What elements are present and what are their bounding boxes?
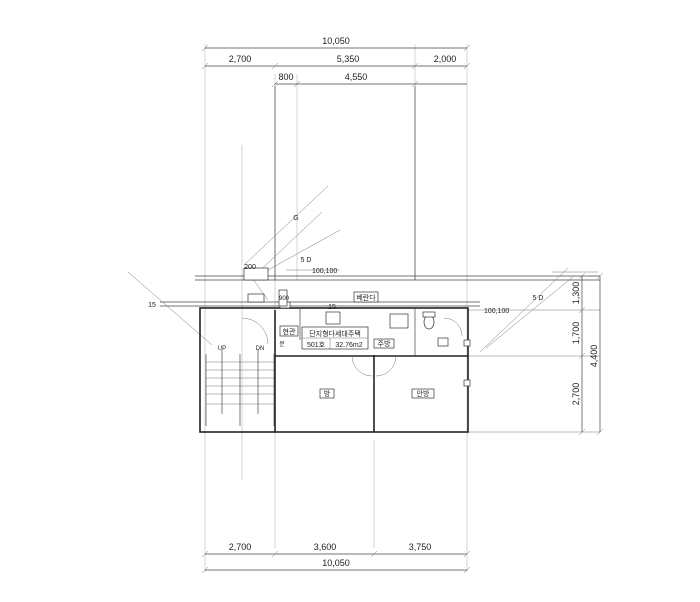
downspout-left-label: 5 D — [301, 257, 312, 264]
dim-top-seg-2: 5,350 — [337, 54, 360, 64]
entrance-label: 현관 — [283, 327, 296, 336]
dim-top-total: 10,050 — [322, 36, 350, 46]
washbasin-icon — [437, 337, 449, 347]
unit-number: 501호 — [307, 341, 326, 349]
dim-top-sub-2: 4,550 — [345, 72, 368, 82]
stove-icon — [389, 313, 409, 329]
box-small-label: 문 — [279, 341, 285, 348]
kitchen-label: 주방 — [378, 339, 391, 348]
downspout-right-label: 5 D — [533, 295, 544, 302]
floor-plan — [199, 301, 471, 433]
dim-top-sub-1: 800 — [278, 72, 293, 82]
slope-mid-label: 15 — [328, 304, 336, 311]
canopy-top-label: 200 — [244, 264, 256, 271]
slope-lines — [127, 185, 598, 353]
right-dimension-chain: 1,300 1,700 2,700 4,400 — [571, 272, 604, 436]
rafter-right-label: 100,100 — [484, 308, 509, 315]
gutter-label: G — [293, 215, 298, 222]
dim-right-seg-2: 1,700 — [571, 322, 581, 345]
balcony-label: 베란다 — [356, 293, 376, 302]
rafter-left-label: 100,100 — [312, 268, 337, 275]
drain-icon — [463, 379, 471, 387]
unit-label-box: 단지형다세대주택 501호 32.76m2 — [301, 326, 369, 350]
roof-outline — [274, 86, 416, 280]
canopy-detail: 900 — [243, 267, 290, 307]
dim-bottom-seg-1: 2,700 — [229, 542, 252, 552]
dim-right-seg-3: 2,700 — [571, 383, 581, 406]
dim-bottom-total: 10,050 — [322, 558, 350, 568]
bottom-dimension-chain: 2,700 3,600 3,750 10,050 — [201, 542, 471, 574]
room-label: 방 — [324, 389, 331, 398]
drain-icon — [463, 339, 471, 347]
top-dimension-chain: 10,050 2,700 5,350 2,000 800 4,550 — [201, 36, 471, 88]
dim-bottom-seg-2: 3,600 — [314, 542, 337, 552]
dim-bottom-seg-3: 3,750 — [409, 542, 432, 552]
room-labels: 베란다 현관 주방 방 안방 문 — [279, 291, 435, 399]
master-room-label: 안방 — [417, 389, 430, 398]
sink-icon — [325, 311, 341, 325]
annotations: 200 100,100 100,100 15 15 G 5 D 5 D — [148, 215, 543, 315]
toilet-tank-icon — [422, 311, 436, 318]
unit-area: 32.76m2 — [335, 342, 362, 349]
stair-up-label: UP — [218, 346, 226, 352]
dim-right-seg-1: 1,300 — [571, 282, 581, 305]
dim-top-seg-1: 2,700 — [229, 54, 252, 64]
unit-title: 단지형다세대주택 — [309, 329, 361, 338]
slope-left-label: 15 — [148, 302, 156, 309]
col-mark-label: 900 — [279, 296, 290, 302]
dim-top-seg-3: 2,000 — [434, 54, 457, 64]
stair-dn-label: DN — [256, 346, 265, 352]
dim-right-total: 4,400 — [589, 345, 599, 368]
stair: UP DN — [205, 346, 275, 426]
